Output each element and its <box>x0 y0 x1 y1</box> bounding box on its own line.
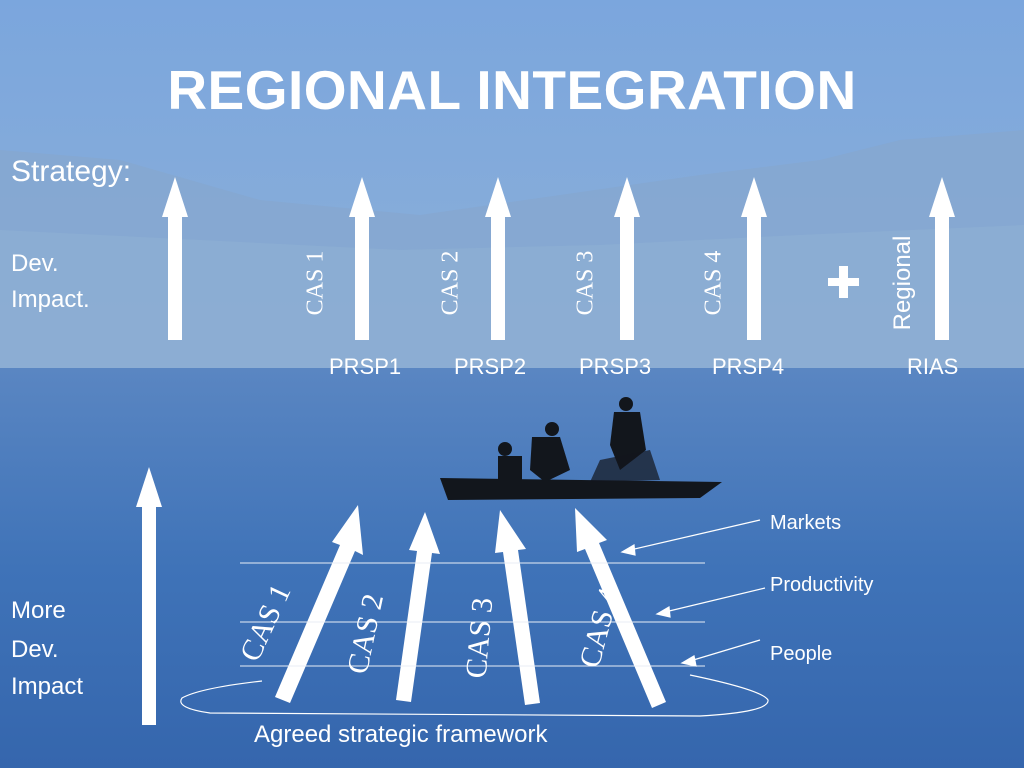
more-label: More <box>11 597 66 624</box>
plus-icon <box>828 266 859 298</box>
cas3-arrow <box>614 177 640 340</box>
layer-lines <box>240 562 705 667</box>
cas4-label: CAS 4 <box>700 250 727 316</box>
prsp2-label: PRSP2 <box>454 354 527 379</box>
more-dev-impact-arrow <box>136 467 162 725</box>
slide-title: REGIONAL INTEGRATION <box>167 59 857 121</box>
pointer-lines <box>620 519 766 667</box>
framework-ellipse <box>180 674 769 717</box>
cas1-arrow <box>349 177 375 340</box>
impact-label-2: Impact <box>11 673 84 700</box>
dev-label-2: Dev. <box>11 636 59 663</box>
markets-label: Markets <box>770 512 842 534</box>
prsp3-label: PRSP3 <box>579 354 652 379</box>
people-label: People <box>770 643 833 665</box>
impact-label: Impact. <box>11 286 90 313</box>
bottom-cas3-arrow <box>495 510 540 705</box>
regional-arrow <box>929 177 955 340</box>
bottom-cas1-arrow <box>275 505 363 703</box>
cas3-label: CAS 3 <box>572 250 599 316</box>
cas1-label: CAS 1 <box>302 250 329 316</box>
dev-label: Dev. <box>11 250 59 277</box>
cas2-label: CAS 2 <box>437 250 464 316</box>
prsp1-label: PRSP1 <box>329 354 402 379</box>
fishing-boat <box>440 397 722 500</box>
cas2-arrow <box>485 177 511 340</box>
strategy-label: Strategy: <box>11 155 132 188</box>
bottom-cas2-arrow <box>396 512 440 702</box>
bottom-cas3-label: CAS 3 <box>459 596 500 680</box>
rias-label: RIAS <box>907 354 959 379</box>
regional-label: Regional <box>889 235 916 331</box>
bottom-cas4-arrow <box>575 508 666 708</box>
prsp4-label: PRSP4 <box>712 354 785 379</box>
productivity-label: Productivity <box>770 574 874 596</box>
framework-label: Agreed strategic framework <box>254 721 548 748</box>
dev-impact-arrow <box>162 177 188 340</box>
cas4-arrow <box>741 177 767 340</box>
